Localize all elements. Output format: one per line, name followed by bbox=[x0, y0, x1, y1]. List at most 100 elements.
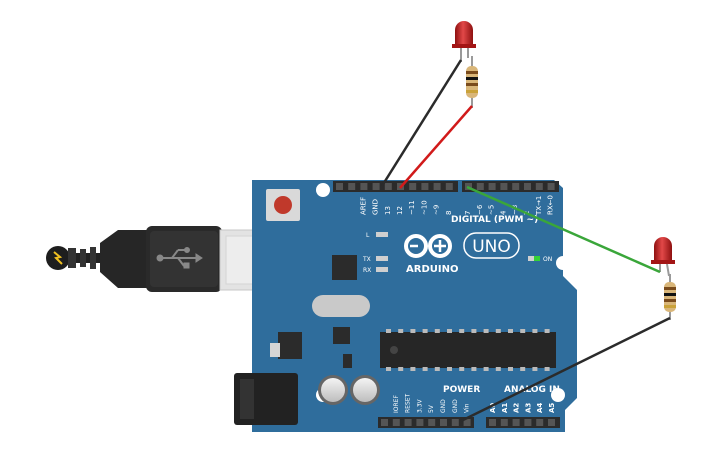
resistor-2-band bbox=[664, 287, 676, 290]
atmega-microcontroller bbox=[380, 332, 556, 368]
chip-pin bbox=[508, 329, 513, 333]
power-pin-label: GND bbox=[440, 399, 447, 413]
header-pin-hole[interactable] bbox=[524, 183, 531, 190]
resistor-1-band bbox=[466, 83, 478, 86]
chip-pin bbox=[434, 329, 440, 333]
chip-pin bbox=[410, 329, 416, 333]
chip-pin bbox=[422, 329, 428, 333]
reset-button[interactable] bbox=[274, 196, 292, 214]
header-pin-hole[interactable] bbox=[428, 419, 436, 426]
digital-pin-label: GND bbox=[372, 199, 380, 215]
header-pin-hole[interactable] bbox=[500, 183, 508, 190]
header-pin-hole[interactable] bbox=[392, 419, 400, 426]
header-pin-hole[interactable] bbox=[500, 419, 508, 426]
header-pin-hole[interactable] bbox=[536, 419, 544, 426]
header-pin-hole[interactable] bbox=[416, 419, 424, 426]
header-pin-hole[interactable] bbox=[336, 183, 343, 190]
chip-pin bbox=[386, 367, 391, 371]
led-2[interactable] bbox=[651, 237, 675, 277]
header-pin-hole[interactable] bbox=[421, 183, 429, 190]
analog-pin-label: A0 bbox=[489, 403, 497, 413]
chip-pin bbox=[422, 367, 428, 371]
led-1[interactable] bbox=[452, 21, 476, 62]
chip-pin bbox=[520, 329, 526, 333]
header-pin-hole[interactable] bbox=[535, 183, 543, 190]
cable-ring bbox=[68, 248, 76, 268]
header-pin-hole[interactable] bbox=[451, 419, 459, 426]
led-on-label: ON bbox=[543, 256, 552, 263]
chip-pin bbox=[398, 329, 404, 333]
chip-pin bbox=[508, 367, 513, 371]
resistor-2[interactable] bbox=[664, 274, 676, 320]
power-pin-label: 3.3V bbox=[416, 398, 423, 413]
wire-green-pin7[interactable] bbox=[466, 185, 661, 274]
mounting-hole bbox=[551, 388, 565, 402]
header-pin-hole[interactable] bbox=[348, 183, 356, 190]
resistor-2-band bbox=[664, 293, 676, 296]
chip-pin bbox=[459, 329, 465, 333]
header-pin-hole[interactable] bbox=[512, 183, 520, 190]
digital-header-holes[interactable] bbox=[336, 183, 555, 190]
header-pin-hole[interactable] bbox=[463, 419, 471, 426]
usb-icon bbox=[156, 247, 203, 269]
wire-black-gnd-2[interactable] bbox=[460, 316, 671, 423]
resistor-1[interactable] bbox=[466, 56, 478, 108]
microcontroller-pins bbox=[386, 329, 550, 371]
led-l-label: L bbox=[366, 232, 370, 239]
digital-pin-label: AREF bbox=[359, 197, 367, 215]
header-pin-hole[interactable] bbox=[547, 183, 555, 190]
crystal-oscillator bbox=[312, 295, 370, 317]
header-pin-hole[interactable] bbox=[489, 419, 496, 426]
power-header bbox=[378, 417, 474, 428]
resistor-2-band bbox=[664, 299, 676, 302]
header-pin-hole[interactable] bbox=[384, 183, 392, 190]
cable-ring bbox=[90, 247, 96, 269]
voltage-regulator bbox=[278, 332, 302, 359]
header-pin-hole[interactable] bbox=[360, 183, 368, 190]
chip-pin bbox=[459, 367, 465, 371]
led-tx-label: TX bbox=[362, 256, 371, 263]
resistor-1-body bbox=[466, 66, 478, 98]
lightning-icon bbox=[53, 251, 63, 265]
digital-pin-label: 12 bbox=[396, 206, 404, 215]
digital-pin-label: ~11 bbox=[408, 200, 416, 215]
header-pin-hole[interactable] bbox=[433, 183, 441, 190]
resistor-1-band bbox=[466, 77, 478, 80]
header-pin-hole[interactable] bbox=[548, 419, 555, 426]
digital-header-left bbox=[333, 181, 458, 192]
small-chip bbox=[333, 327, 350, 344]
digital-header-right bbox=[462, 181, 559, 192]
chip-pin bbox=[520, 367, 526, 371]
wire-red-pin12[interactable] bbox=[399, 105, 473, 189]
header-pin-hole[interactable] bbox=[512, 419, 520, 426]
infinity-logo-icon bbox=[404, 234, 452, 258]
chip-pin bbox=[495, 367, 501, 371]
chip-pin bbox=[447, 329, 452, 333]
header-pin-hole[interactable] bbox=[476, 183, 484, 190]
power-pin-label: Vin bbox=[464, 403, 471, 413]
chip-pin bbox=[471, 329, 477, 333]
power-pin-label: RESET bbox=[405, 393, 412, 413]
digital-pin-label: ~3 bbox=[511, 205, 519, 215]
header-pin-hole[interactable] bbox=[445, 183, 453, 190]
header-pin-hole[interactable] bbox=[440, 419, 447, 426]
digital-pin-label: TX→1 bbox=[535, 196, 543, 216]
header-pin-hole[interactable] bbox=[372, 183, 380, 190]
analog-header-label: ANALOG IN bbox=[504, 385, 560, 395]
header-pin-hole[interactable] bbox=[488, 183, 496, 190]
led-2-rim bbox=[651, 260, 675, 264]
bottom-header-holes[interactable] bbox=[381, 419, 555, 426]
chip-notch bbox=[390, 346, 398, 354]
header-pin-hole[interactable] bbox=[381, 419, 388, 426]
digital-pin-label: ~10 bbox=[420, 200, 428, 215]
led-2-body bbox=[654, 237, 672, 262]
header-pin-hole[interactable] bbox=[404, 419, 412, 426]
chip-pin bbox=[471, 367, 477, 371]
wire-black-gnd[interactable] bbox=[380, 59, 463, 187]
header-pin-hole[interactable] bbox=[524, 419, 532, 426]
digital-pin-label: 13 bbox=[384, 206, 392, 215]
header-pin-hole[interactable] bbox=[409, 183, 417, 190]
